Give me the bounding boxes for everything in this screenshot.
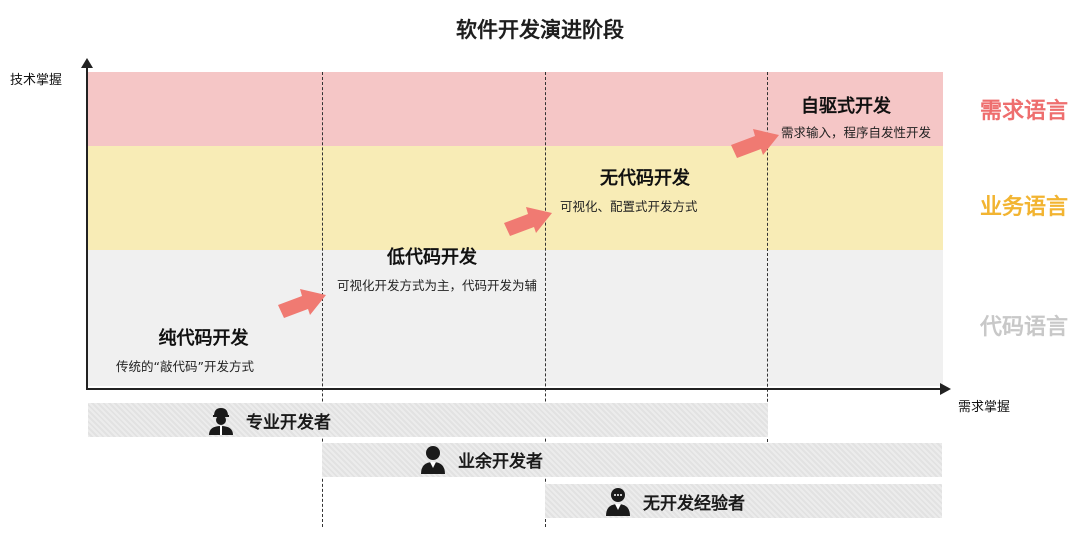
x-axis-arrowhead bbox=[940, 383, 951, 395]
code-language-band bbox=[88, 250, 943, 386]
y-axis-label: 技术掌握 bbox=[10, 73, 63, 88]
developer-professional: 专业开发者 bbox=[206, 405, 331, 435]
stage-description: 可视化、配置式开发方式 bbox=[560, 199, 698, 214]
person-icon bbox=[418, 444, 448, 474]
developer-label: 专业开发者 bbox=[246, 412, 331, 433]
requirement-language-band bbox=[88, 72, 943, 146]
stage-description: 需求输入，程序自发性开发 bbox=[781, 125, 932, 140]
stage-title: 无代码开发 bbox=[600, 168, 690, 189]
y-axis bbox=[86, 66, 88, 390]
stage-self-driven: 自驱式开发 需求输入，程序自发性开发 bbox=[781, 92, 931, 141]
stage-title: 自驱式开发 bbox=[801, 96, 891, 117]
stage-title: 纯代码开发 bbox=[158, 328, 249, 349]
developer-label: 无开发经验者 bbox=[643, 493, 745, 514]
person-chat-icon bbox=[603, 486, 633, 516]
language-label-code: 代码语言 bbox=[979, 315, 1068, 340]
separator-line-3 bbox=[767, 72, 768, 442]
stage-description: 传统的“敲代码”开发方式 bbox=[116, 359, 254, 374]
x-axis-label: 需求掌握 bbox=[958, 400, 1011, 415]
separator-line-1 bbox=[322, 72, 323, 527]
stage-description: 可视化开发方式为主，代码开发为辅 bbox=[337, 278, 538, 293]
developer-icon bbox=[206, 405, 236, 435]
progression-arrow-1 bbox=[278, 289, 326, 318]
language-label-requirement: 需求语言 bbox=[979, 99, 1068, 124]
y-axis-arrowhead bbox=[81, 58, 93, 68]
separator-line-2 bbox=[545, 72, 546, 527]
x-axis bbox=[86, 388, 942, 390]
stage-no-code: 无代码开发 可视化、配置式开发方式 bbox=[560, 164, 760, 215]
developer-label: 业余开发者 bbox=[458, 451, 543, 472]
developer-amateur: 业余开发者 bbox=[418, 444, 543, 474]
language-label-business: 业务语言 bbox=[979, 195, 1068, 220]
progression-arrow-3 bbox=[731, 129, 779, 158]
developer-bar-professional bbox=[88, 403, 768, 437]
stage-low-code: 低代码开发 可视化开发方式为主，代码开发为辅 bbox=[337, 243, 537, 294]
developer-bar-amateur bbox=[322, 443, 942, 477]
page-title: 软件开发演进阶段 bbox=[456, 18, 624, 42]
progression-arrow-2 bbox=[504, 207, 552, 236]
developer-no-experience: 无开发经验者 bbox=[603, 486, 745, 516]
stage-pure-code: 纯代码开发 传统的“敲代码”开发方式 bbox=[116, 324, 316, 375]
stage-title: 低代码开发 bbox=[387, 247, 477, 268]
